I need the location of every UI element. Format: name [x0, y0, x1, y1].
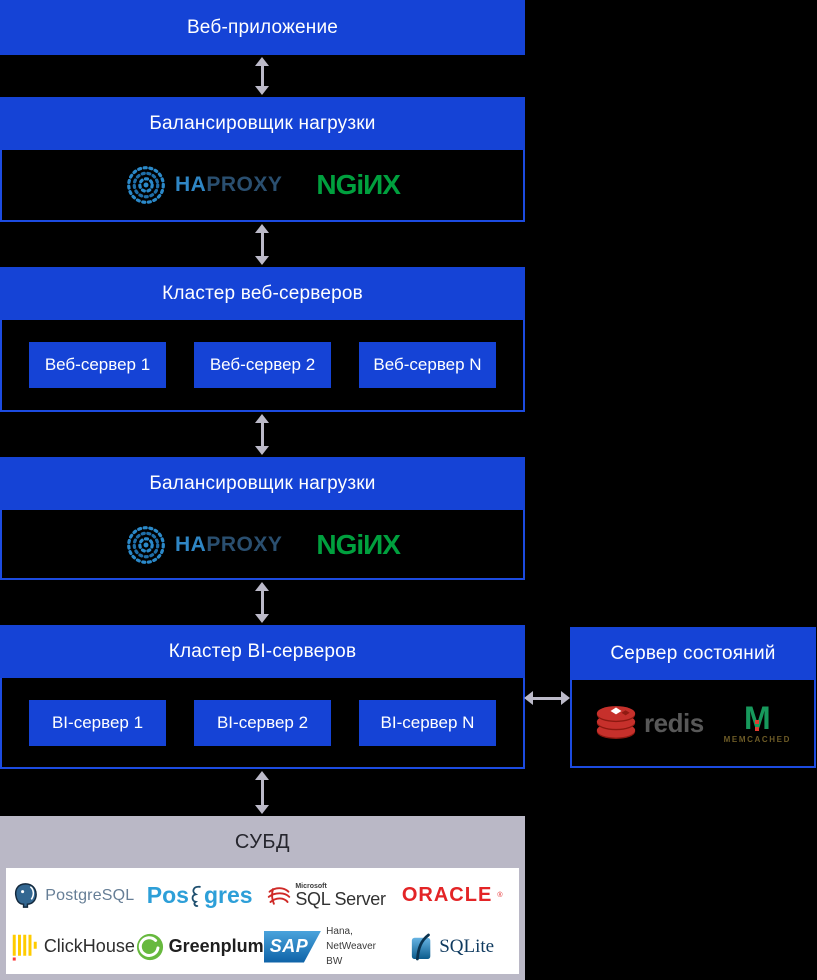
oracle-wordmark: ORACLE	[401, 884, 493, 906]
memcached-logo: M MEMCACHED	[724, 702, 791, 744]
load-balancer-1-body: HAPROXY NGiИX	[2, 150, 523, 220]
arrow-vertical-icon	[255, 771, 269, 814]
sap-netweaver-text: NetWeaver BW	[326, 941, 376, 967]
haproxy-proxy-text: PROXY	[206, 533, 283, 556]
haproxy-proxy-text: PROXY	[206, 173, 283, 196]
sap-products: Hana, NetWeaver BW	[326, 924, 389, 969]
dbms-logo-grid: PostgreSQL Pos gres	[6, 868, 519, 974]
postgres-logo: Pos gres	[147, 882, 253, 909]
haproxy-logo: HAPROXY	[125, 524, 282, 566]
web-cluster-title: Кластер веб-серверов	[0, 267, 525, 320]
oracle-trademark: ®	[497, 892, 503, 899]
sql-server-swirl-icon	[268, 886, 291, 905]
load-balancer-2-title: Балансировщик нагрузки	[0, 457, 525, 510]
bi-server-n: BI-сервер N	[359, 699, 496, 746]
web-server-1: Веб-сервер 1	[29, 341, 166, 388]
sql-server-text: SQL Server	[295, 889, 386, 909]
arrow-vertical-icon	[255, 57, 269, 95]
clickhouse-bars-icon	[12, 934, 37, 961]
redis-wordmark: redis	[644, 707, 704, 738]
web-server-n: Веб-сервер N	[359, 341, 496, 388]
redis-logo: redis	[595, 705, 704, 741]
postgresql-logo: PostgreSQL	[11, 881, 134, 910]
clickhouse-wordmark: ClickHouse	[43, 936, 135, 956]
arrow-vertical-icon	[255, 414, 269, 455]
web-app-title: Веб-приложение	[186, 16, 339, 38]
postgresql-elephant-icon	[15, 883, 38, 908]
arrow-vertical-icon	[255, 224, 269, 265]
postgres-wordmark: Pos gres	[147, 882, 253, 909]
redis-stack-icon	[596, 706, 636, 739]
haproxy-sphere-icon	[127, 166, 165, 204]
bi-cluster-body: BI-сервер 1 BI-сервер 2 BI-сервер N	[2, 678, 523, 767]
sql-server-logo: Microsoft SQL Server	[267, 883, 386, 909]
postgresql-wordmark: PostgreSQL	[45, 886, 135, 904]
nginx-wordmark: NGiИX	[316, 529, 401, 560]
postgres-gres-text: gres	[203, 882, 253, 908]
haproxy-sphere-icon	[127, 526, 165, 564]
memcached-m-icon: M	[744, 702, 771, 734]
box-load-balancer-2: Балансировщик нагрузки HAPROXY NGiИX	[0, 457, 525, 580]
dbms-title: СУБД	[234, 830, 291, 853]
web-cluster-body: Веб-сервер 1 Веб-сервер 2 Веб-сервер N	[2, 320, 523, 409]
sql-server-wordmark: Microsoft SQL Server	[295, 883, 386, 909]
postgres-pos-text: Pos	[146, 882, 189, 908]
box-web-app: Веб-приложение	[0, 0, 525, 55]
sqlite-wordmark: SQLite	[439, 935, 495, 957]
haproxy-ha-text: HA	[175, 173, 207, 196]
oracle-logo: ORACLE ®	[402, 884, 503, 907]
sqlite-feather-icon	[412, 933, 431, 960]
haproxy-wordmark: HAPROXY	[175, 173, 282, 197]
box-state-server: Сервер состояний redis M MEMCACHED	[570, 627, 816, 768]
sap-badge-icon: SAP	[263, 930, 322, 963]
box-dbms: СУБД PostgreSQL Pos gres	[0, 816, 525, 980]
clickhouse-logo: ClickHouse	[11, 933, 135, 961]
greenplum-logo: Greenplum	[136, 933, 264, 961]
bi-server-1: BI-сервер 1	[29, 699, 166, 746]
arrow-vertical-icon	[255, 582, 269, 623]
load-balancer-1-title: Балансировщик нагрузки	[0, 97, 525, 150]
greenplum-wordmark: Greenplum	[168, 936, 264, 956]
microsoft-text: Microsoft	[295, 883, 327, 890]
box-bi-cluster: Кластер BI-серверов BI-сервер 1 BI-серве…	[0, 625, 525, 769]
sap-logo: SAP Hana, NetWeaver BW	[263, 924, 390, 969]
nginx-logo: NGiИX	[316, 169, 401, 201]
arrow-horizontal-icon	[524, 690, 570, 706]
postgres-elephant-icon	[191, 885, 201, 907]
haproxy-ha-text: HA	[175, 533, 207, 556]
sap-hana-text: Hana,	[326, 926, 353, 937]
nginx-wordmark: NGiИX	[316, 169, 401, 200]
bi-cluster-title: Кластер BI-серверов	[0, 625, 525, 678]
memcached-wordmark: MEMCACHED	[723, 735, 791, 744]
box-web-cluster: Кластер веб-серверов Веб-сервер 1 Веб-се…	[0, 267, 525, 412]
haproxy-wordmark: HAPROXY	[175, 533, 282, 557]
sqlite-logo: SQLite	[410, 933, 494, 961]
sap-text: SAP	[269, 936, 309, 956]
state-server-body: redis M MEMCACHED	[572, 680, 814, 766]
greenplum-circle-icon	[136, 933, 163, 960]
box-load-balancer-1: Балансировщик нагрузки HAPROXY NGiИX	[0, 97, 525, 222]
load-balancer-2-body: HAPROXY NGiИX	[2, 510, 523, 580]
state-server-title: Сервер состояний	[570, 627, 816, 680]
haproxy-logo: HAPROXY	[125, 164, 282, 206]
bi-server-2: BI-сервер 2	[194, 699, 331, 746]
nginx-logo: NGiИX	[316, 529, 401, 561]
web-server-2: Веб-сервер 2	[194, 341, 331, 388]
